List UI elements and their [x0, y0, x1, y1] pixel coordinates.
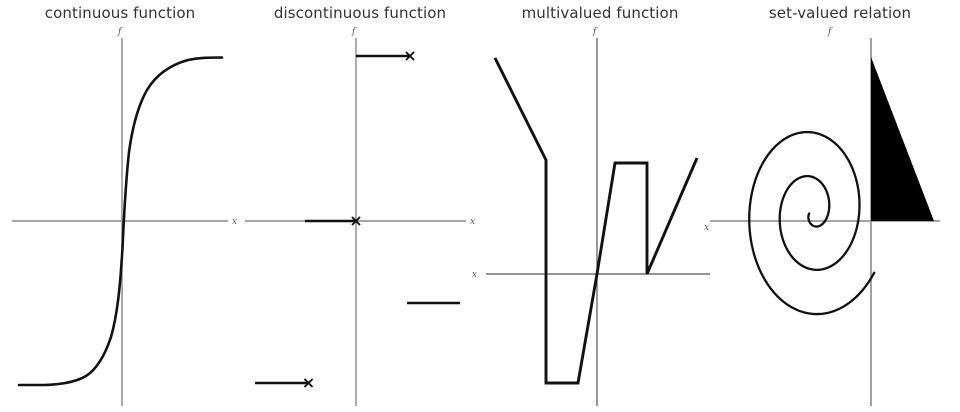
panel-title-set-valued-relation: set-valued relation [768, 4, 912, 22]
plot-set-valued-relation: x f [704, 27, 940, 406]
filled-triangle [871, 57, 934, 221]
endpoint-x-marker [351, 216, 361, 226]
panel-continuous-function: continuous function [0, 0, 240, 412]
panel-title-continuous-function: continuous function [44, 4, 196, 22]
y-axis-label-2: f [351, 27, 357, 37]
spiral-curve [748, 130, 876, 316]
panel-multivalued-function: multivalued function [480, 0, 720, 412]
panel-title-multivalued-function: multivalued function [521, 4, 679, 22]
panel-discontinuous-function: discontinuous function [240, 0, 480, 412]
sigmoid-curve [17, 56, 224, 387]
x-axis-label-4: x [704, 223, 709, 233]
plot-discontinuous-function: x f [245, 27, 475, 406]
x-axis-label-2: x [470, 217, 475, 227]
multivalued-polyline [493, 57, 699, 385]
panel-set-valued-relation: set-valued relation [720, 0, 960, 412]
endpoint-x-marker [405, 51, 415, 61]
y-axis-label-4: f [827, 27, 833, 37]
plot-continuous-function: x f [12, 27, 237, 406]
plot-multivalued-function: x f [472, 27, 710, 406]
y-axis-label-3: f [592, 27, 598, 37]
endpoint-x-marker [304, 378, 313, 388]
panel-title-discontinuous-function: discontinuous function [273, 4, 447, 22]
x-axis-label-3: x [472, 270, 477, 280]
x-axis-label-1: x [232, 217, 237, 227]
y-axis-label-1: f [117, 27, 123, 37]
